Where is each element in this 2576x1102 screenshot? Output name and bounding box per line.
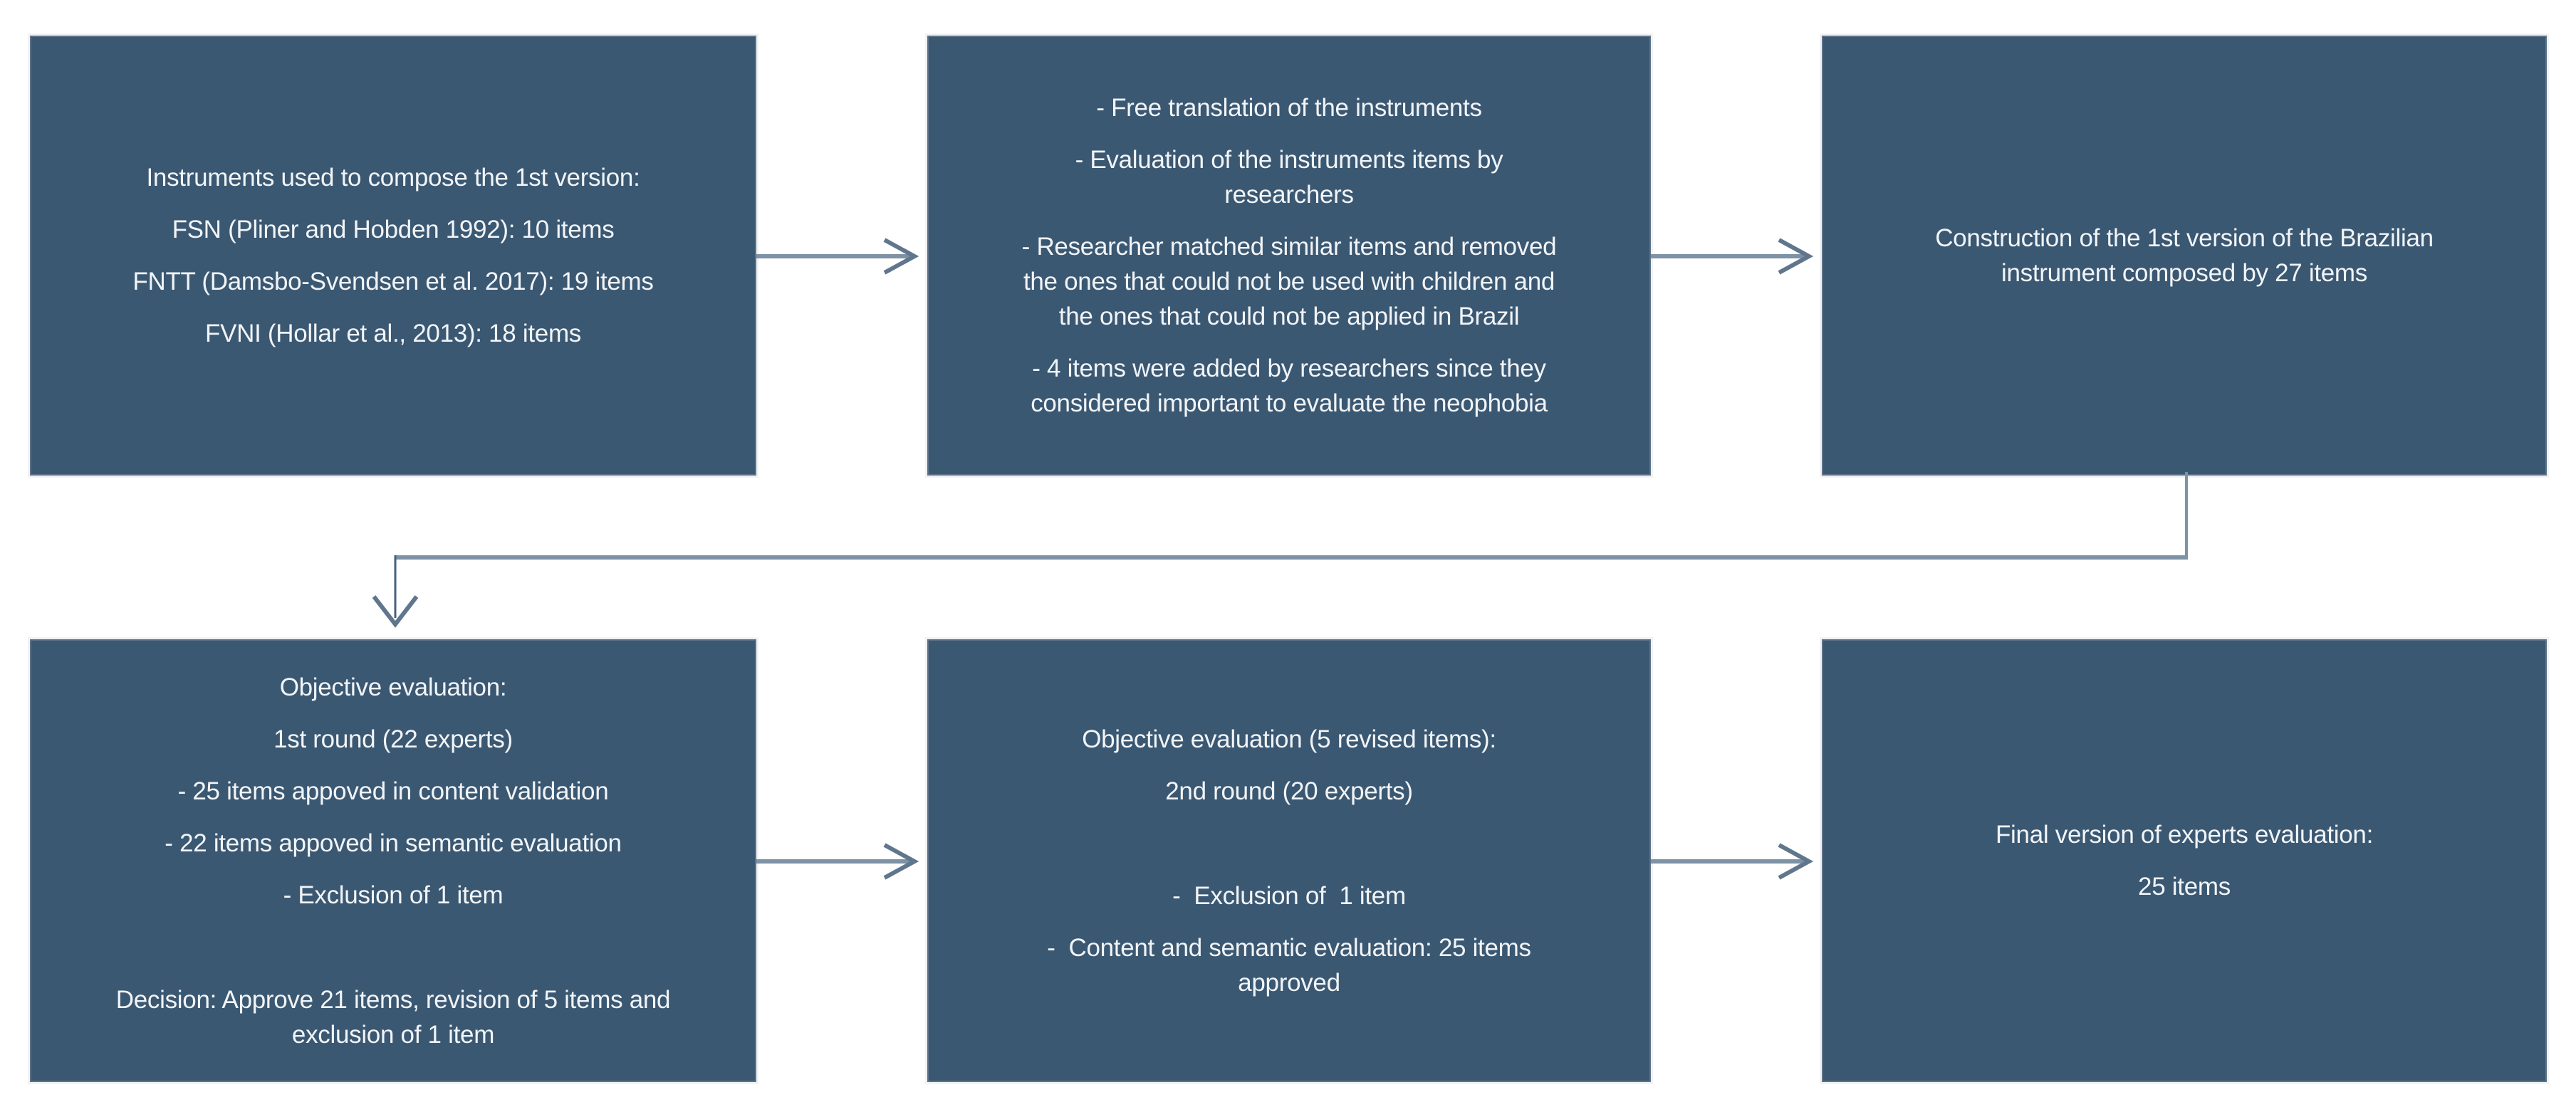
box-paragraph: 1st round (22 experts) (273, 725, 513, 753)
arrow-down-icon (372, 595, 419, 628)
flow-box-objective-evaluation-round2: Objective evaluation (5 revised items): … (927, 639, 1651, 1082)
flow-box-construction: Construction of the 1st version of the B… (1822, 36, 2547, 476)
arrow-right-icon (1778, 843, 1814, 880)
box-text: Instruments used to compose the 1st vers… (31, 160, 755, 351)
box-paragraph: FNTT (Damsbo-Svendsen et al. 2017): 19 i… (132, 268, 654, 295)
flow-box-translation-evaluation: - Free translation of the instruments - … (927, 36, 1651, 476)
box-text: Objective evaluation: 1st round (22 expe… (31, 670, 755, 1052)
box-paragraph: - Evaluation of the instruments items by… (1075, 146, 1503, 209)
box-paragraph: - Researcher matched similar items and r… (1021, 233, 1557, 330)
box-paragraph: - 25 items appoved in content validation (177, 777, 609, 805)
box-text: Final version of experts evaluation: 25 … (1823, 817, 2545, 904)
box-paragraph: - Free translation of the instruments (1096, 94, 1482, 122)
box-paragraph: Decision: Approve 21 items, revision of … (115, 985, 671, 1049)
arrow-right-icon (883, 843, 919, 880)
box-paragraph: Instruments used to compose the 1st vers… (146, 164, 640, 191)
box-paragraph: Objective evaluation (5 revised items): (1082, 725, 1496, 753)
box-paragraph: - Exclusion of 1 item (1172, 881, 1406, 910)
box-paragraph: 25 items (2138, 873, 2231, 901)
box-paragraph: FVNI (Hollar et al., 2013): 18 items (204, 320, 581, 347)
connector-arrow-box5-to-box6 (1651, 843, 1814, 880)
box-paragraph: - Content and semantic evaluation: 25 it… (1047, 933, 1531, 997)
box-text: - Free translation of the instruments - … (929, 90, 1649, 421)
connector-arrow-box4-to-box5 (756, 843, 919, 880)
connector-elbow-box3-to-box4 (372, 472, 2188, 628)
flow-box-objective-evaluation-round1: Objective evaluation: 1st round (22 expe… (30, 639, 756, 1082)
arrow-right-icon (1778, 238, 1814, 275)
box-paragraph: - 22 items appoved in semantic evaluatio… (165, 829, 622, 857)
box-text: Objective evaluation (5 revised items): … (929, 722, 1649, 1000)
box-paragraph: Construction of the 1st version of the B… (1935, 224, 2434, 287)
box-paragraph: - Exclusion of 1 item (283, 881, 504, 909)
box-paragraph: Objective evaluation: (279, 673, 507, 701)
box-paragraph: FSN (Pliner and Hobden 1992): 10 items (172, 216, 615, 243)
connector-arrow-box1-to-box2 (756, 238, 919, 275)
connector-arrow-box2-to-box3 (1651, 238, 1814, 275)
flow-box-final-version: Final version of experts evaluation: 25 … (1822, 639, 2547, 1082)
flow-box-instruments: Instruments used to compose the 1st vers… (30, 36, 756, 476)
box-text: Construction of the 1st version of the B… (1823, 221, 2545, 290)
box-paragraph: - 4 items were added by researchers sinc… (1031, 355, 1548, 417)
box-paragraph: Final version of experts evaluation: (1995, 821, 2374, 849)
arrow-right-icon (883, 238, 919, 275)
box-paragraph: 2nd round (20 experts) (1165, 777, 1413, 805)
